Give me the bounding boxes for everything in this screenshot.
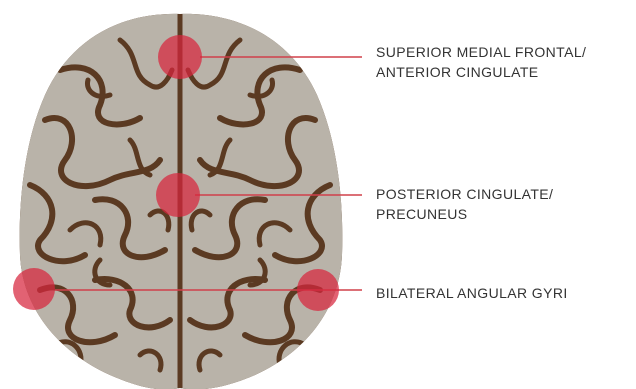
- label-posterior-cingulate: POSTERIOR CINGULATE/ PRECUNEUS: [376, 184, 553, 224]
- spot-superior-medial-frontal: [158, 35, 202, 79]
- label-bilateral-angular-gyri: BILATERAL ANGULAR GYRI: [376, 283, 568, 303]
- label-line: BILATERAL ANGULAR GYRI: [376, 283, 568, 303]
- label-line: PRECUNEUS: [376, 204, 553, 224]
- label-line: SUPERIOR MEDIAL FRONTAL/: [376, 42, 586, 62]
- spot-angular-gyrus-right: [297, 269, 339, 311]
- label-line: POSTERIOR CINGULATE/: [376, 184, 553, 204]
- label-line: ANTERIOR CINGULATE: [376, 62, 586, 82]
- spot-posterior-cingulate: [156, 173, 200, 217]
- spot-angular-gyrus-left: [13, 268, 55, 310]
- label-superior-medial-frontal: SUPERIOR MEDIAL FRONTAL/ ANTERIOR CINGUL…: [376, 42, 586, 82]
